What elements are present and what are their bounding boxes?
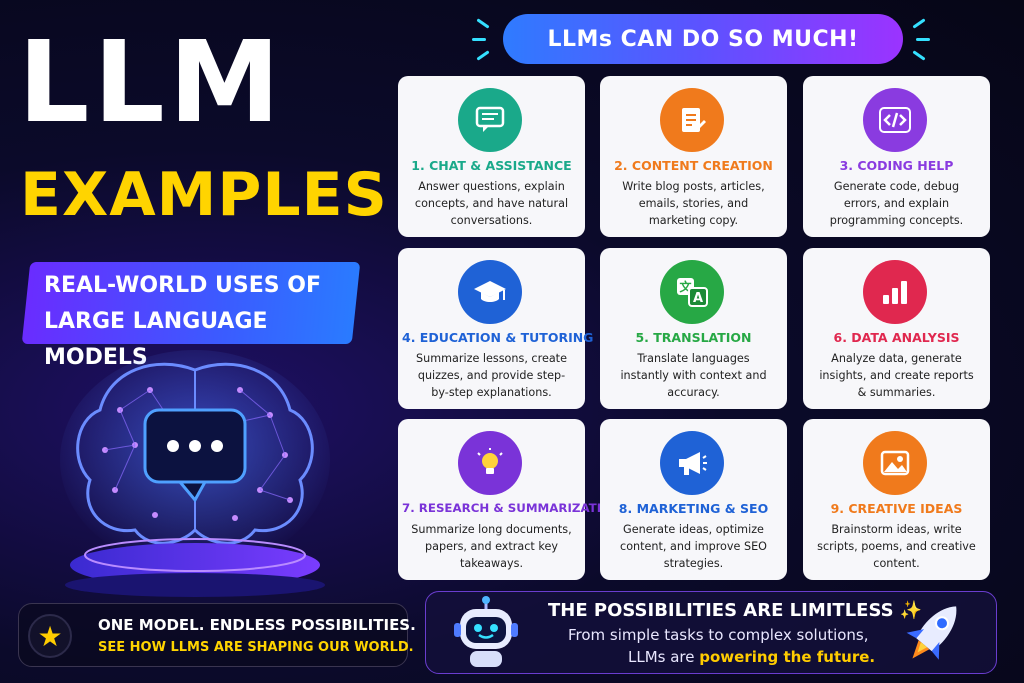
sparkle-icon xyxy=(912,18,926,29)
main-title-secondary: EXAMPLES xyxy=(20,160,388,230)
robot-icon xyxy=(454,596,518,667)
tagline-box xyxy=(18,603,408,667)
card-content-creation: 2. CONTENT CREATION Write blog posts, ar… xyxy=(600,76,787,237)
graduation-cap-icon xyxy=(458,260,522,324)
image-icon xyxy=(863,431,927,495)
document-pen-icon xyxy=(660,88,724,152)
card-description: Answer questions, explain concepts, and … xyxy=(414,180,569,227)
card-creative-ideas: 9. CREATIVE IDEAS Brainstorm ideas, writ… xyxy=(803,419,990,580)
chat-icon xyxy=(458,88,522,152)
card-title: 9. CREATIVE IDEAS xyxy=(830,501,963,516)
subtitle: REAL-WORLD USES OF LARGE LANGUAGE MODELS xyxy=(44,268,364,376)
possibilities-line-2-prefix: LLMs are xyxy=(628,648,700,666)
subtitle-line-2: LARGE LANGUAGE MODELS xyxy=(44,309,268,370)
card-description: Generate code, debug errors, and explain… xyxy=(829,180,964,227)
sparkle-icon xyxy=(472,38,486,41)
bar-chart-icon xyxy=(863,260,927,324)
main-title: LLM xyxy=(18,18,285,148)
card-data-analysis: 6. DATA ANALYSIS Analyze data, generate … xyxy=(803,248,990,409)
tagline-line-1: ONE MODEL. ENDLESS POSSIBILITIES. xyxy=(98,616,416,634)
rocket-icon xyxy=(906,606,957,660)
card-description: Translate languages instantly with conte… xyxy=(620,352,767,399)
possibilities-line-2: LLMs are powering the future. xyxy=(628,648,875,666)
card-education-tutoring: 4. EDUCATION & TUTORING Summarize lesson… xyxy=(398,248,594,409)
card-description: Summarize lessons, create quizzes, and p… xyxy=(416,352,567,399)
card-title: 2. CONTENT CREATION xyxy=(614,158,773,173)
sparkle-icon xyxy=(916,38,930,41)
card-title: 1. CHAT & ASSISTANCE xyxy=(411,158,572,173)
possibilities-title: THE POSSIBILITIES ARE LIMITLESS ✨ xyxy=(548,600,923,621)
card-description: Brainstorm ideas, write scripts, poems, … xyxy=(817,523,976,570)
card-title: 8. MARKETING & SEO xyxy=(618,501,769,516)
card-description: Summarize long documents, papers, and ex… xyxy=(411,523,572,570)
svg-text:A: A xyxy=(693,291,703,306)
card-title: 3. CODING HELP xyxy=(839,158,954,173)
card-description: Generate ideas, optimize content, and im… xyxy=(620,523,767,570)
card-title: 7. RESEARCH & SUMMARIZATION xyxy=(402,501,622,515)
card-marketing-seo: 8. MARKETING & SEO Generate ideas, optim… xyxy=(600,419,787,580)
card-description: Write blog posts, articles, emails, stor… xyxy=(622,180,765,227)
sparkle-icon xyxy=(912,50,926,61)
possibilities-box xyxy=(425,591,997,674)
star-icon: ★ xyxy=(28,614,72,658)
card-title: 4. EDUCATION & TUTORING xyxy=(402,330,594,345)
subtitle-line-1: REAL-WORLD USES OF xyxy=(44,273,321,298)
card-title: 5. TRANSLATION xyxy=(635,330,752,345)
card-title: 6. DATA ANALYSIS xyxy=(833,330,960,345)
lightbulb-icon xyxy=(458,431,522,495)
card-coding-help: 3. CODING HELP Generate code, debug erro… xyxy=(803,76,990,237)
possibilities-highlight: powering the future. xyxy=(699,648,876,666)
code-icon xyxy=(863,88,927,152)
tagline-line-2: SEE HOW LLMS ARE SHAPING OUR WORLD. xyxy=(98,640,414,655)
possibilities-line-1: From simple tasks to complex solutions, xyxy=(568,626,869,644)
sparkle-icon xyxy=(476,50,490,61)
megaphone-icon xyxy=(660,431,724,495)
card-description: Analyze data, generate insights, and cre… xyxy=(819,352,974,399)
sparkle-icon xyxy=(476,18,490,29)
card-chat-assistance: 1. CHAT & ASSISTANCE Answer questions, e… xyxy=(398,76,585,237)
card-research-summarization: 7. RESEARCH & SUMMARIZATION Summarize lo… xyxy=(398,419,622,580)
brain-chat-illustration xyxy=(60,350,330,597)
banner-pill: LLMs CAN DO SO MUCH! xyxy=(503,14,903,64)
